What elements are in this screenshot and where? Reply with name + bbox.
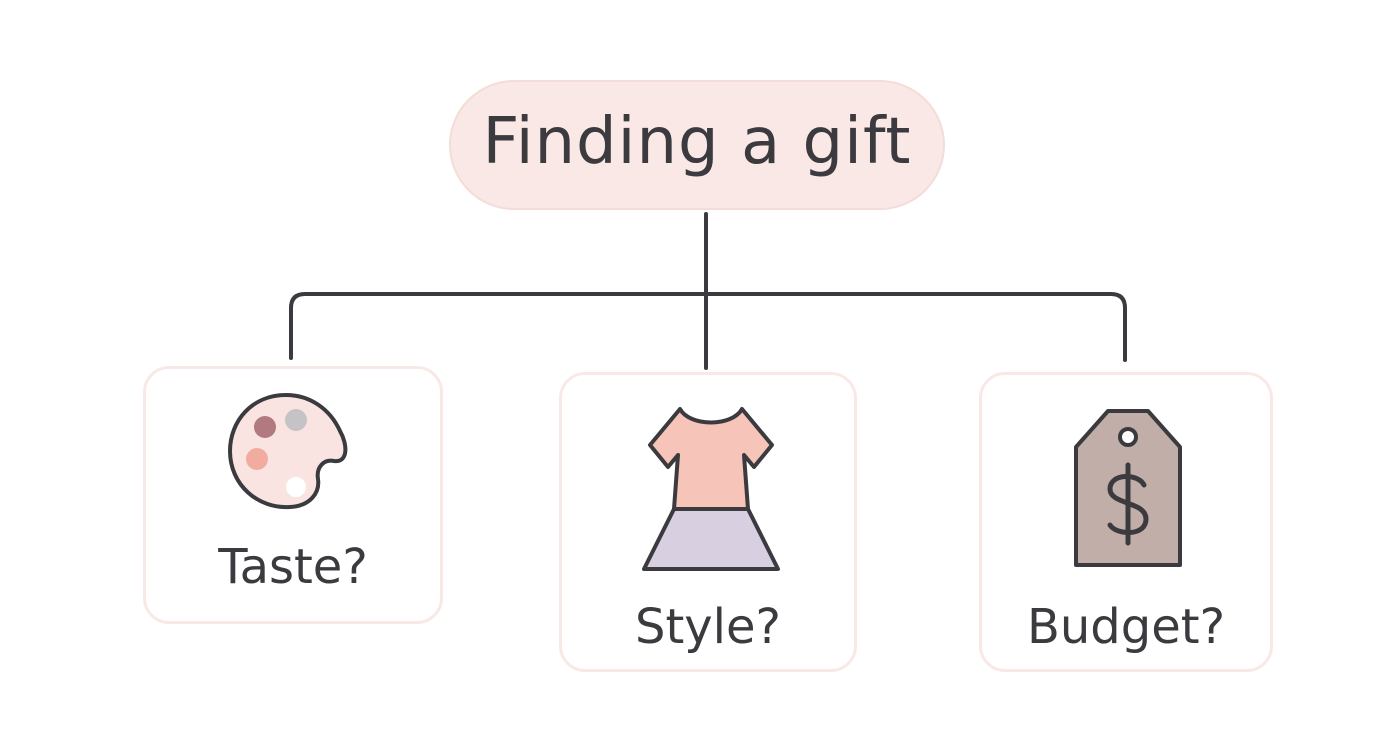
price-tag-icon [1074, 409, 1182, 567]
branch-card-style: Style? [559, 372, 857, 672]
branch-label-style: Style? [634, 599, 782, 655]
connector-horizontal-bar [289, 292, 1127, 362]
dress-icon [642, 407, 780, 571]
branch-label-budget: Budget? [1026, 599, 1226, 655]
root-node: Finding a gift [449, 80, 945, 210]
branch-label-taste: Taste? [218, 539, 368, 595]
palette-icon [228, 393, 348, 510]
branch-card-taste: Taste? [143, 366, 443, 624]
branch-card-budget: Budget? [979, 372, 1273, 672]
root-title: Finding a gift [482, 105, 912, 179]
